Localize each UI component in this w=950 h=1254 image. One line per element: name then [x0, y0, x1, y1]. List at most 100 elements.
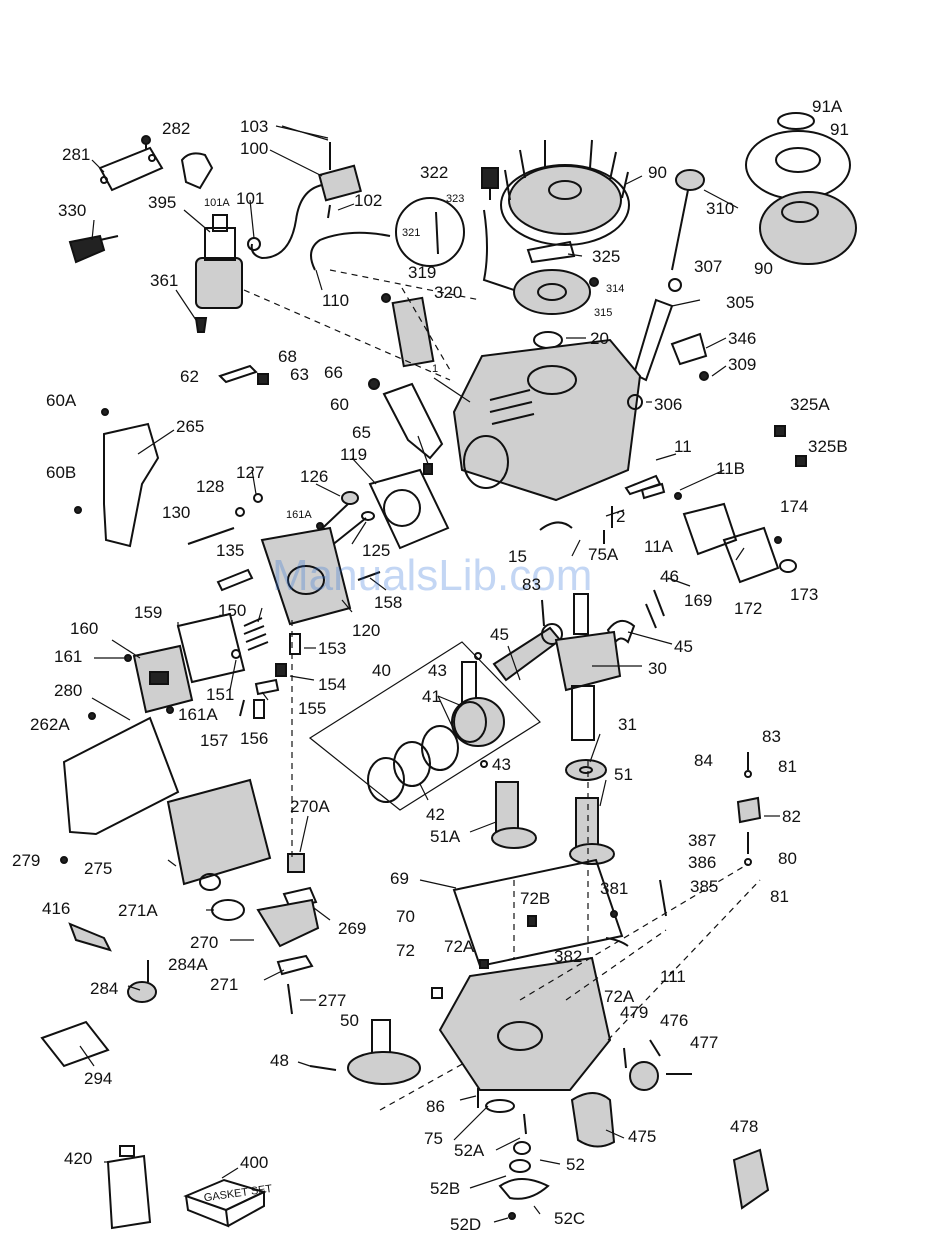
label-20: 20: [590, 329, 609, 348]
part-270A-spacer: [287, 853, 305, 873]
label-86: 86: [426, 1097, 445, 1116]
label-160: 160: [70, 619, 98, 638]
label-30: 30: [648, 659, 667, 678]
part-51A-balance-shaft: [491, 781, 537, 849]
part-135-spark-plug: [216, 568, 254, 592]
label-271A: 271A: [118, 901, 158, 920]
label-41: 41: [422, 687, 441, 706]
label-265: 265: [176, 417, 204, 436]
label-48: 48: [270, 1051, 289, 1070]
label-82: 82: [782, 807, 801, 826]
label-51A: 51A: [430, 827, 461, 846]
label-325A: 325A: [790, 395, 830, 414]
label-81-top: 81: [778, 757, 797, 776]
part-282-screw: [141, 135, 151, 150]
part-420-oil-bottle: [106, 1145, 152, 1230]
label-323: 323: [446, 193, 464, 205]
label-310: 310: [706, 199, 734, 218]
label-91: 91: [830, 120, 849, 139]
label-101: 101: [236, 189, 264, 208]
label-416: 416: [42, 899, 70, 918]
part-52-oil-pump-parts: [498, 1113, 550, 1220]
part-151-keeper: [231, 649, 241, 659]
label-11B: 11B: [716, 459, 745, 478]
label-325B: 325B: [808, 437, 848, 456]
part-45-rod-cap: [606, 619, 636, 647]
label-479: 479: [620, 1003, 648, 1022]
label-60B: 60B: [46, 463, 76, 482]
label-62: 62: [180, 367, 199, 386]
label-173: 173: [790, 585, 818, 604]
label-281: 281: [62, 145, 90, 164]
label-275: 275: [84, 859, 112, 878]
label-161: 161: [54, 647, 82, 666]
label-126: 126: [300, 467, 328, 486]
label-385: 385: [690, 877, 718, 896]
label-386: 386: [688, 853, 716, 872]
part-475-oil-filter: [570, 1092, 616, 1148]
label-270: 270: [190, 933, 218, 952]
part-320-rectifier: [381, 293, 435, 368]
part-310-dipstick: [671, 169, 705, 271]
part-labels: 103 282 100 281 101A 101 102 395 330 110…: [12, 97, 849, 1234]
part-269-gasket: [282, 886, 318, 910]
label-476: 476: [660, 1011, 688, 1030]
label-387: 387: [688, 831, 716, 850]
label-125: 125: [362, 541, 390, 560]
part-31-crank-gear: [565, 759, 607, 781]
label-75A: 75A: [588, 545, 619, 564]
label-395: 395: [148, 193, 176, 212]
label-271: 271: [210, 975, 238, 994]
label-158: 158: [374, 593, 402, 612]
label-84: 84: [694, 751, 713, 770]
label-130: 130: [162, 503, 190, 522]
label-40: 40: [372, 661, 391, 680]
label-330: 330: [58, 201, 86, 220]
label-161A-top: 161A: [286, 509, 312, 521]
label-269: 269: [338, 919, 366, 938]
part-90-flywheel-alt: [759, 191, 857, 265]
part-416-sensor: [68, 922, 112, 952]
label-45-cap: 45: [674, 637, 693, 656]
label-52: 52: [566, 1155, 585, 1174]
label-63: 63: [290, 365, 309, 384]
label-174: 174: [780, 497, 808, 516]
label-43-top: 43: [428, 661, 447, 680]
part-281-cover-plate: [98, 146, 164, 192]
label-319: 319: [408, 263, 436, 282]
label-128: 128: [196, 477, 224, 496]
label-100: 100: [240, 139, 268, 158]
label-91A: 91A: [812, 97, 843, 116]
label-2: 2: [616, 507, 625, 526]
part-119-head-gasket: [368, 468, 450, 550]
label-157: 157: [200, 731, 228, 750]
part-161-161A-screws: [124, 522, 324, 714]
label-45-rod: 45: [490, 625, 509, 644]
part-271-bracket: [276, 954, 314, 976]
label-477: 477: [690, 1033, 718, 1052]
label-127: 127: [236, 463, 264, 482]
label-90-top: 90: [648, 163, 667, 182]
part-150-valve-spring: [243, 617, 269, 651]
part-40-piston-assembly-box: [308, 641, 541, 811]
part-315-stator: [513, 269, 591, 315]
label-381: 381: [600, 879, 628, 898]
part-127-128-130-retainers: [187, 493, 263, 545]
part-322-sensor: [481, 167, 521, 293]
part-284-284A-fitting: [127, 960, 157, 1003]
part-41-piston: [451, 697, 505, 747]
part-15-governor-link: [539, 521, 605, 544]
label-154: 154: [318, 675, 346, 694]
label-279: 279: [12, 851, 40, 870]
part-321-detail-inset: [395, 197, 465, 267]
part-69-sump-gasket: [452, 858, 624, 968]
label-52C: 52C: [554, 1209, 585, 1228]
label-42: 42: [426, 805, 445, 824]
label-150: 150: [218, 601, 246, 620]
watermark: ManualsLib.com: [272, 551, 592, 600]
part-51-balance-shaft: [569, 797, 615, 865]
label-309: 309: [728, 355, 756, 374]
label-151: 151: [206, 685, 234, 704]
label-325: 325: [592, 247, 620, 266]
